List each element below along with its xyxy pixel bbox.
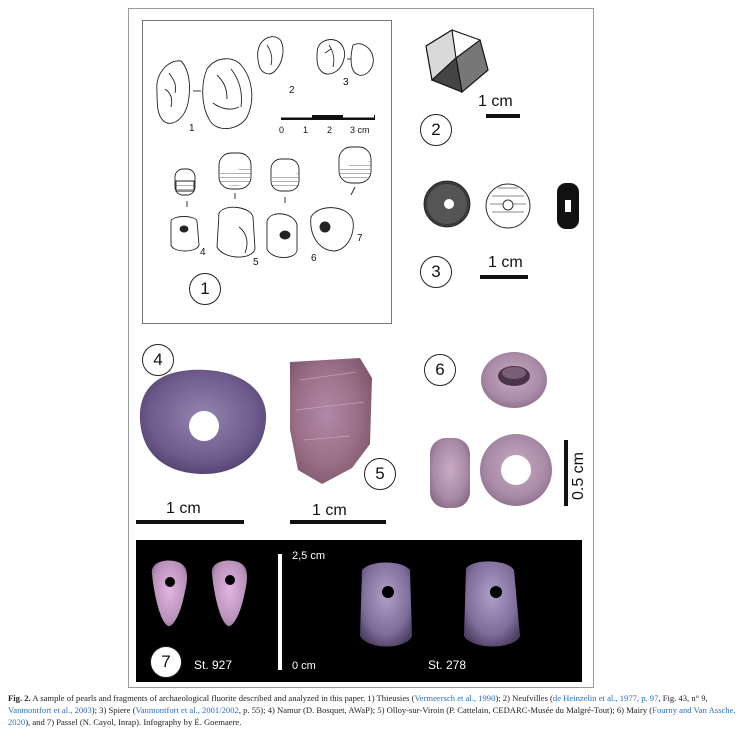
panel-1-sub-label-3: 3 <box>343 77 349 88</box>
panel-1-sub-label-5: 5 <box>253 257 259 268</box>
caption-text-2: ); 2) Neufvilles ( <box>495 693 553 703</box>
panel-6-scale-label: 0.5 cm <box>570 451 587 500</box>
panel-2-scale-label: 1 cm <box>478 93 513 110</box>
panel-7-scale-bar <box>278 554 282 670</box>
panel-4-scale-bar <box>136 520 244 524</box>
panel-7-scale-top: 2,5 cm <box>292 550 326 562</box>
scale-tick-3: 3 cm <box>350 125 370 135</box>
caption-ref-4[interactable]: Vanmontfort et al., 2001/2002 <box>135 705 239 716</box>
panel-5-scale-bar <box>290 520 386 524</box>
panel-7-site-label-right: St. 278 <box>428 658 467 672</box>
panel-1-sketches <box>156 36 375 258</box>
caption-text-6: ), and 7) Passel (N. Cayol, Inrap). Info… <box>25 717 242 728</box>
panel-4-number: 4 <box>142 344 174 376</box>
panel-2-scale-bar <box>486 114 520 118</box>
panel-7-site-label-left: St. 927 <box>194 658 233 672</box>
panel-5-scale-label: 1 cm <box>312 502 347 519</box>
figure-caption: Fig. 2. A sample of pearls and fragments… <box>8 692 738 729</box>
panel-3-scale-bar <box>480 275 528 279</box>
panel-1-scale-bar <box>281 115 375 120</box>
caption-figure-label: Fig. 2. <box>8 693 31 703</box>
panel-1-sub-label-4: 4 <box>200 247 206 258</box>
panel-1-drawings: 1 2 3 4 5 6 7 0 1 2 3 cm 1 <box>142 20 392 324</box>
panel-1-number: 1 <box>189 273 221 305</box>
caption-text-5: , p. 55); 4) Namur (D. Bosquet, AWaP); 5… <box>238 705 653 716</box>
panel-5-number: 5 <box>364 458 396 490</box>
caption-text-4: ); 3) Spiere ( <box>91 705 136 716</box>
panel-3-number: 3 <box>420 256 452 288</box>
scale-tick-0: 0 <box>279 125 285 135</box>
caption-ref-5[interactable]: Fourny and Van Assche, 2020 <box>8 705 736 728</box>
panel-1-sub-label-6: 6 <box>311 253 317 264</box>
panel-1-sub-label-2: 2 <box>289 85 295 96</box>
panel-1-sub-label-1: 1 <box>189 123 195 134</box>
panel-7-pendants <box>151 560 520 647</box>
panel-6-number: 6 <box>424 354 456 386</box>
caption-ref-1[interactable]: Vermeersch et al., 1990 <box>414 693 496 703</box>
caption-ref-3[interactable]: Vanmontfort et al., 2003 <box>8 705 92 716</box>
caption-text-1: A sample of pearls and fragments of arch… <box>30 693 415 703</box>
caption-text-3: , Fig. 43, n° 9, <box>658 693 708 703</box>
panel-6-scale-bar <box>564 440 568 506</box>
panel-4-scale-label: 1 cm <box>166 500 201 517</box>
panel-7-number: 7 <box>150 646 182 678</box>
caption-ref-2[interactable]: de Heinzelin et al., 1977, p. 97 <box>552 693 659 703</box>
panel-7-background: 2,5 cm 0 cm St. 927 St. 278 7 <box>136 540 582 682</box>
panel-2-number: 2 <box>420 114 452 146</box>
scale-tick-2: 2 <box>327 125 333 135</box>
panel-7-scale-bottom: 0 cm <box>292 660 316 672</box>
panel-3-scale-label: 1 cm <box>488 254 523 271</box>
panel-1-sub-label-7: 7 <box>357 233 363 244</box>
scale-tick-1: 1 <box>303 125 309 135</box>
